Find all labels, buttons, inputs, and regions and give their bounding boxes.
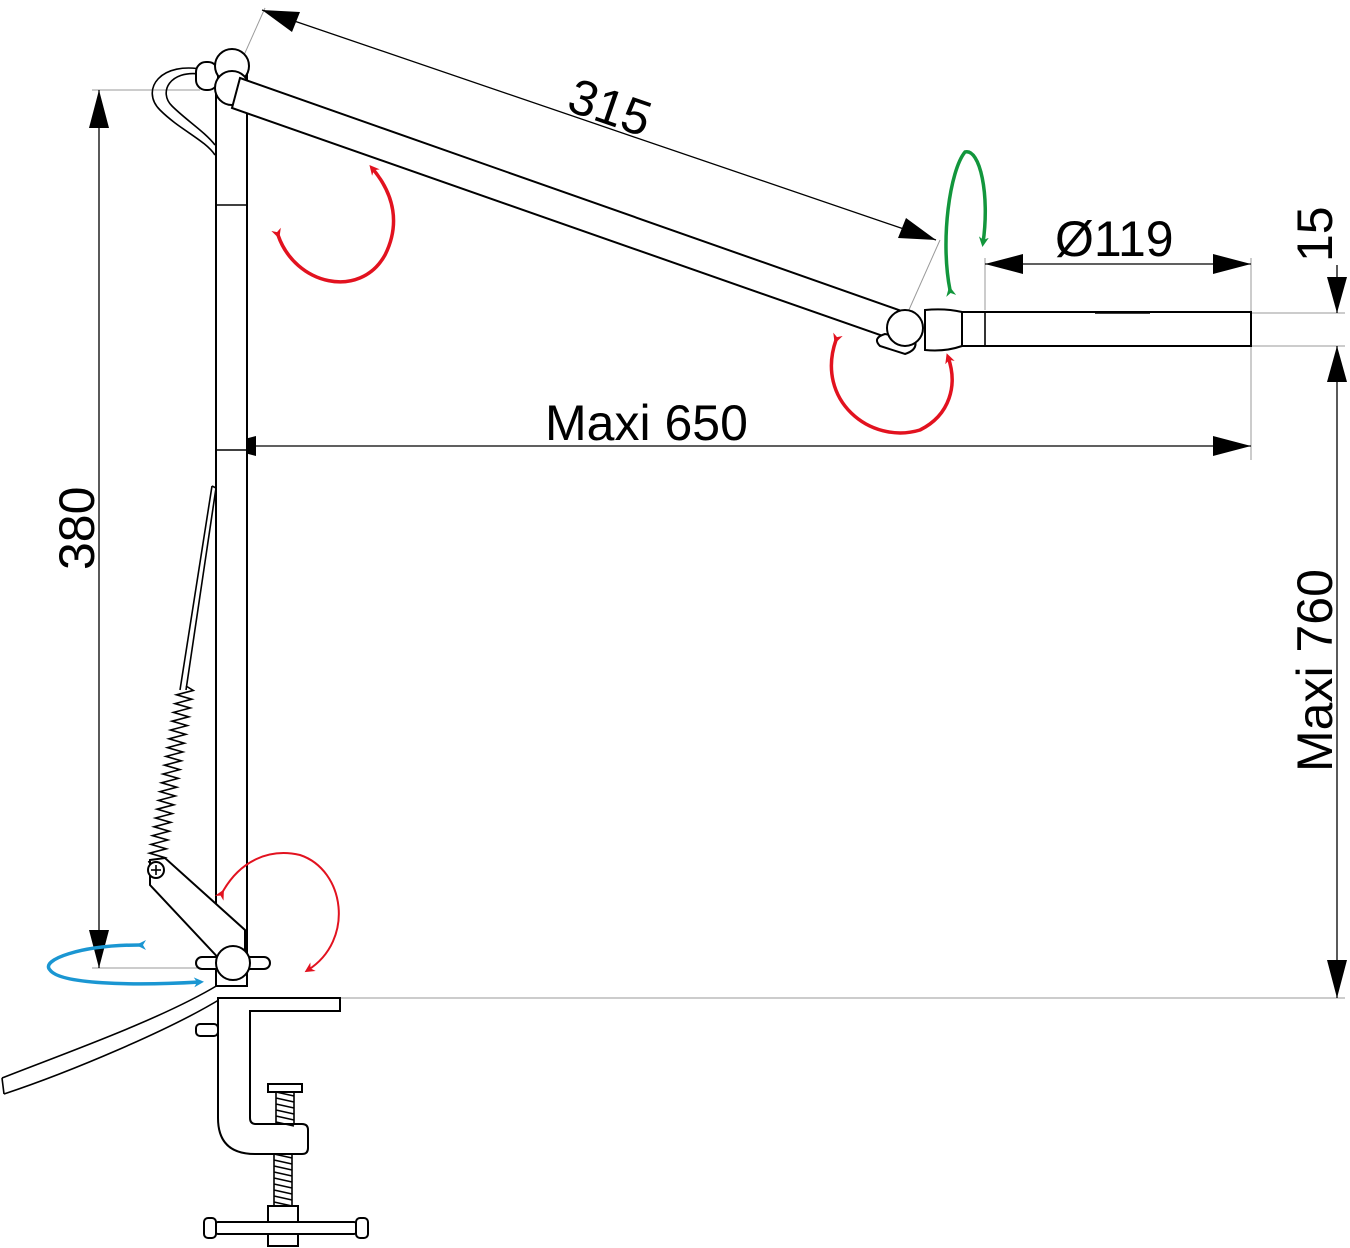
clamp-screw-upper (275, 1091, 295, 1127)
dim-arm-length: 315 (561, 67, 658, 147)
spring-coil (146, 685, 196, 863)
extension-lines (92, 7, 1345, 999)
rotation-arrow-base-lever (214, 852, 340, 973)
arrow-119-right (1213, 254, 1251, 274)
table-clamp (195, 997, 369, 1247)
dim-head-thickness: 15 (1287, 206, 1343, 262)
lamp-column (215, 65, 248, 987)
arrow-315-end (898, 218, 936, 240)
lamp-head-assembly (875, 308, 1252, 356)
base-pivot (195, 945, 271, 981)
arrow-15-top (1327, 277, 1347, 313)
rotation-arrow-head-spin (944, 150, 989, 297)
arrow-119-left (985, 254, 1023, 274)
arrow-650-right (1213, 436, 1251, 456)
rotation-arrow-base-swivel (46, 939, 204, 988)
dimension-lines (89, 9, 1347, 998)
dim-max-reach: Maxi 650 (545, 395, 748, 451)
dim-column-height: 380 (49, 487, 105, 570)
clamp-screw-lower (273, 1153, 293, 1207)
arrow-760-bottom (1327, 960, 1347, 998)
arrow-380-top (89, 90, 109, 128)
power-cord (1, 67, 223, 1095)
rotation-arrows (46, 150, 989, 988)
arrow-315-start (262, 10, 300, 32)
rotation-arrow-arm-upper (271, 164, 396, 284)
spring-assembly (146, 485, 217, 863)
dim-max-height: Maxi 760 (1287, 569, 1343, 772)
dim-head-diameter: Ø119 (1055, 211, 1174, 267)
rotation-arrow-head-tilt (829, 332, 955, 435)
